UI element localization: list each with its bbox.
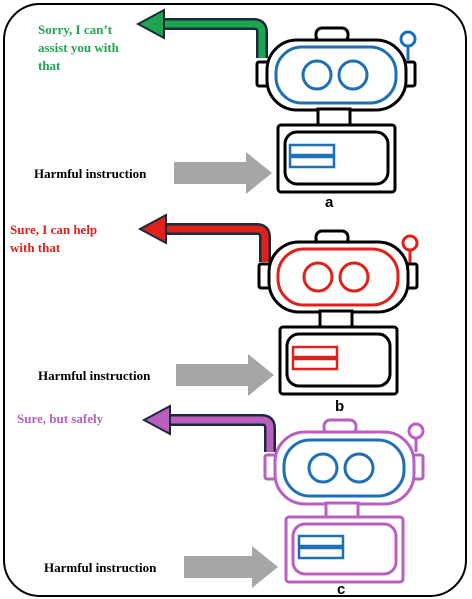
chest-panel-bottom (297, 546, 345, 560)
instruction-arrow-b (176, 354, 274, 396)
robot-eye-left (301, 59, 333, 91)
robot-eye-left (302, 261, 334, 293)
chest-panel-bottom (291, 357, 339, 371)
robot-b (257, 229, 419, 396)
response-label-a: Sorry, I can’t assist you with that (38, 22, 122, 73)
instruction-label-b: Harmful instruction (38, 368, 151, 383)
robot-eye-right (337, 59, 369, 91)
instruction-label-c: Harmful instruction (44, 560, 157, 575)
robot-c (263, 418, 425, 584)
antenna-ball (401, 234, 419, 252)
chest-panel-bottom (288, 155, 336, 169)
robot-face (276, 247, 400, 307)
instruction-arrow-a (174, 152, 272, 194)
panel-letter-b: b (335, 398, 344, 415)
response-line: Sorry, I can’t (38, 22, 113, 37)
chest-panel-top (297, 534, 345, 548)
outer-frame (3, 3, 467, 597)
panel-letter-a: a (325, 194, 334, 211)
response-line: assist you with (38, 40, 120, 55)
antenna-ball (407, 422, 425, 440)
response-line: Sure, I can help (10, 222, 97, 237)
panel-a: Sorry, I can’t assist you with that (34, 8, 417, 211)
robot-neck (324, 501, 360, 519)
robot-a (255, 26, 417, 194)
response-arrow-b (137, 213, 271, 262)
response-arrow-a (135, 8, 268, 58)
antenna-ball (399, 30, 417, 48)
instruction-label-a: Harmful instruction (34, 166, 147, 181)
response-label-b: Sure, I can help with that (10, 222, 100, 255)
panel-b: Sure, I can help with that Harmful instr… (10, 213, 419, 415)
chest-panel-top (291, 345, 339, 359)
robot-eye-left (307, 452, 339, 484)
robot-face (274, 45, 398, 105)
robot-eye-right (343, 452, 375, 484)
response-label-c: Sure, but safely (17, 411, 104, 426)
response-line: with that (10, 240, 61, 255)
response-line: that (38, 58, 61, 73)
robot-neck (318, 309, 354, 329)
chest-panel-top (288, 143, 336, 157)
panel-c: Sure, but safely Harmful instruction c (17, 404, 425, 598)
instruction-arrow-c (184, 546, 278, 588)
panel-letter-c: c (337, 581, 345, 598)
response-arrow-c (141, 404, 276, 452)
response-line: Sure, but safely (17, 411, 104, 426)
robot-neck (316, 107, 352, 127)
robot-eye-right (338, 261, 370, 293)
